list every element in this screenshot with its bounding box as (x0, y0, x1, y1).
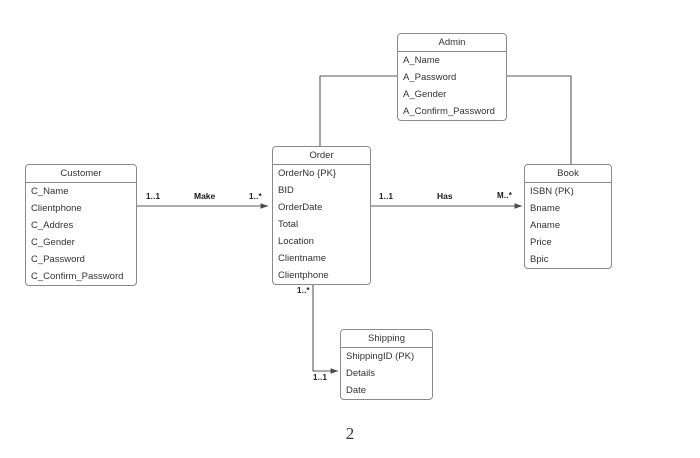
attribute-row: Clientname (278, 253, 327, 264)
cardinality-book-has: M..* (497, 191, 513, 200)
connector-admin-book (507, 75, 572, 164)
relationship-label-has: Has (437, 191, 453, 201)
attribute-row: Details (346, 368, 376, 379)
attribute-row: C_Name (31, 186, 69, 197)
attribute-row: OrderDate (278, 202, 323, 213)
attribute-row: Price (530, 237, 552, 248)
page-number: 2 (345, 424, 355, 443)
attribute-row: ShippingID (PK) (346, 351, 415, 362)
attribute-row: Clientphone (31, 203, 82, 214)
entity-book-title: Book (525, 165, 611, 183)
attribute-row: C_Gender (31, 237, 75, 248)
cardinality-order-has: 1..1 (379, 192, 394, 201)
attribute-row: C_Confirm_Password (31, 271, 124, 282)
entity-order-attributes: OrderNo {PK} BID OrderDate Total Locatio… (273, 165, 370, 284)
relationship-label-make: Make (194, 191, 216, 201)
attribute-row: Location (278, 236, 314, 247)
cardinality-customer-make: 1..1 (146, 192, 161, 201)
cardinality-order-make: 1..* (249, 192, 262, 201)
attribute-row: Aname (530, 220, 561, 231)
entity-customer-attributes: C_Name Clientphone C_Addres C_Gender C_P… (26, 183, 136, 285)
attribute-row: Bpic (530, 254, 549, 265)
entity-book[interactable]: Book ISBN (PK) Bname Aname Price Bpic (524, 164, 612, 269)
attribute-row: ISBN (PK) (530, 186, 574, 197)
entity-customer-title: Customer (26, 165, 136, 183)
entity-order[interactable]: Order OrderNo {PK} BID OrderDate Total L… (272, 146, 371, 285)
attribute-row: C_Addres (31, 220, 74, 231)
cardinality-order-shipping-target: 1..1 (313, 373, 328, 382)
attribute-row: Clientphone (278, 270, 329, 281)
entity-shipping-title: Shipping (341, 330, 432, 348)
connector-order-shipping (312, 283, 339, 374)
entity-order-title: Order (273, 147, 370, 165)
entity-shipping-attributes: ShippingID (PK) Details Date (341, 348, 432, 399)
attribute-row: A_Gender (403, 89, 447, 100)
connector-admin-order (319, 75, 397, 146)
entity-customer[interactable]: Customer C_Name Clientphone C_Addres C_G… (25, 164, 137, 286)
entity-shipping[interactable]: Shipping ShippingID (PK) Details Date (340, 329, 433, 400)
entity-admin-attributes: A_Name A_Password A_Gender A_Confirm_Pas… (398, 52, 506, 120)
attribute-row: OrderNo {PK} (278, 168, 337, 179)
attribute-row: A_Password (403, 72, 457, 83)
attribute-row: A_Confirm_Password (403, 106, 495, 117)
entity-admin[interactable]: Admin A_Name A_Password A_Gender A_Confi… (397, 33, 507, 121)
cardinality-order-shipping-source: 1..* (297, 286, 310, 295)
entity-book-attributes: ISBN (PK) Bname Aname Price Bpic (525, 183, 611, 268)
attribute-row: Date (346, 385, 367, 396)
attribute-row: Total (278, 219, 299, 230)
attribute-row: A_Name (403, 55, 440, 66)
attribute-row: BID (278, 185, 294, 196)
entity-admin-title: Admin (398, 34, 506, 52)
attribute-row: C_Password (31, 254, 85, 265)
attribute-row: Bname (530, 203, 561, 214)
